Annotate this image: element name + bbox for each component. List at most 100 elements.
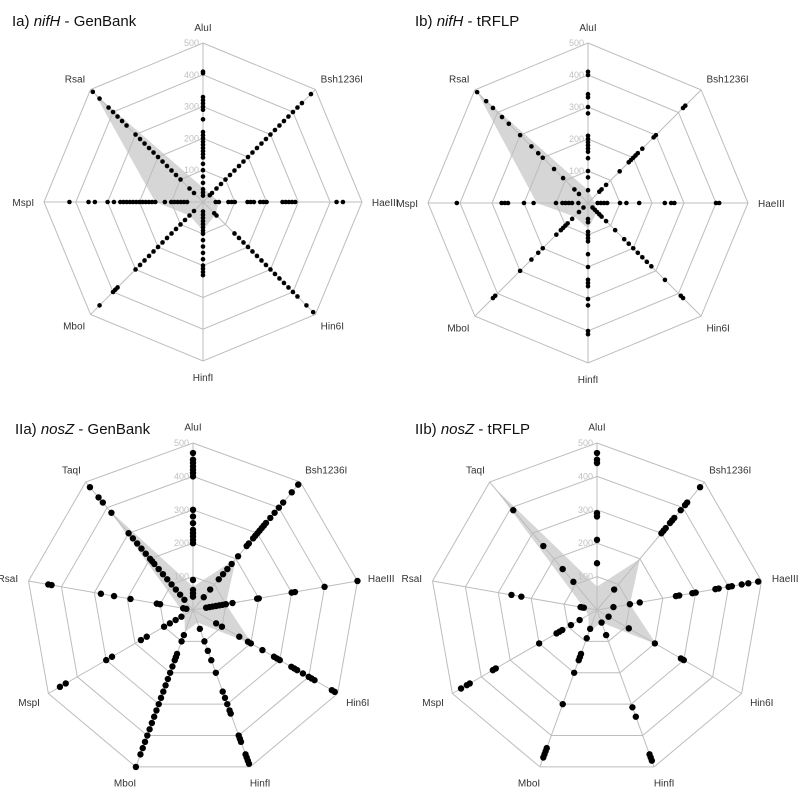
tick-label: 500	[569, 38, 584, 48]
axis-label-HaeIII: HaeIII	[368, 574, 395, 585]
data-point-HinfI	[200, 212, 206, 218]
data-point-Bsh1236I	[223, 177, 228, 182]
data-point-AluI	[200, 190, 206, 195]
data-point-AluI	[200, 97, 206, 103]
data-point-MspI	[502, 200, 508, 206]
axis-label-MboI: MboI	[114, 779, 136, 790]
data-point-HaeIII	[754, 578, 762, 585]
axis-label-Bsh1236I: Bsh1236I	[709, 465, 751, 476]
data-point-Hin6I	[286, 285, 291, 290]
data-point-Hin6I	[678, 293, 684, 299]
data-point-AluI	[200, 101, 206, 106]
data-point-Bsh1236I	[249, 535, 257, 542]
data-point-MspI	[181, 199, 187, 205]
data-point-TaqI	[510, 507, 517, 514]
data-point-RsaI	[490, 105, 496, 111]
data-point-AluI	[585, 136, 591, 142]
data-point-TaqI	[159, 570, 167, 578]
data-point-HinfI	[200, 215, 206, 221]
data-point-Hin6I	[635, 250, 641, 256]
axis-label-Hin6I: Hin6I	[750, 698, 773, 709]
data-point-MboI	[540, 245, 546, 251]
data-point-MspI	[172, 616, 179, 624]
data-point-Bsh1236I	[228, 560, 235, 568]
data-point-MboI	[146, 253, 152, 259]
data-point-Bsh1236I	[290, 109, 296, 115]
data-point-RsaI	[535, 150, 541, 156]
data-point-HinfI	[585, 216, 591, 222]
tick-label: 200	[569, 134, 584, 144]
data-point-MboI	[115, 285, 120, 290]
data-point-MboI	[577, 650, 585, 658]
data-point-AluI	[593, 536, 601, 544]
data-point-MspI	[127, 199, 133, 205]
axis-label-HinfI: HinfI	[193, 373, 214, 384]
tick-label: 400	[569, 70, 584, 80]
title-suffix: - GenBank	[60, 13, 136, 30]
data-point-Hin6I	[644, 259, 650, 265]
data-point-Hin6I	[259, 646, 266, 654]
data-point-RsaI	[106, 105, 111, 110]
data-point-TaqI	[181, 596, 188, 603]
data-point-RsaI	[529, 144, 534, 149]
title-suffix: - GenBank	[74, 421, 150, 438]
data-point-MspI	[137, 199, 142, 205]
data-point-HaeIII	[610, 603, 617, 611]
data-point-Bsh1236I	[234, 553, 242, 560]
data-point-HaeIII	[598, 200, 604, 206]
data-point-RsaI	[151, 150, 156, 155]
data-point-Bsh1236I	[666, 519, 674, 527]
axis-label-MboI: MboI	[63, 322, 85, 333]
title-gene: nifH	[437, 13, 464, 30]
data-point-HinfI	[204, 647, 212, 655]
data-point-Bsh1236I	[651, 135, 656, 140]
data-point-MboI	[581, 205, 586, 210]
data-point-RsaI	[474, 89, 480, 95]
data-point-Bsh1236I	[626, 159, 632, 165]
grid-ring-100	[563, 576, 631, 642]
radar-panel-IIa: IIa) nosZ - GenBank100200300400500AluIBs…	[0, 421, 395, 790]
data-point-MboI	[543, 744, 550, 752]
data-point-TaqI	[155, 565, 162, 573]
data-point-RsaI	[142, 141, 147, 146]
data-point-MboI	[141, 738, 149, 746]
data-point-AluI	[200, 129, 206, 135]
data-point-HaeIII	[202, 604, 210, 611]
data-point-MspI	[168, 199, 174, 205]
data-point-MspI	[143, 633, 150, 640]
data-point-Hin6I	[270, 653, 278, 660]
data-point-HaeIII	[292, 199, 298, 205]
data-point-RsaI	[169, 168, 174, 173]
data-point-RsaI	[187, 186, 192, 191]
data-point-HaeIII	[216, 199, 222, 205]
grid-ring-500	[432, 442, 762, 768]
data-point-Hin6I	[241, 240, 246, 245]
data-point-RsaI	[572, 187, 577, 192]
data-point-AluI	[200, 193, 206, 198]
grid-ring-400	[464, 475, 730, 737]
data-point-Hin6I	[677, 655, 685, 662]
data-point-Bsh1236I	[219, 570, 227, 578]
data-point-RsaI	[518, 593, 525, 600]
data-point-RsaI	[133, 132, 138, 137]
data-point-Bsh1236I	[263, 136, 269, 142]
axis-label-RsaI: RsaI	[449, 75, 470, 86]
data-point-RsaI	[160, 159, 165, 164]
data-point-AluI	[200, 70, 206, 76]
data-point-MboI	[554, 232, 559, 237]
data-point-RsaI	[110, 592, 118, 600]
data-point-MboI	[569, 216, 575, 222]
data-point-Hin6I	[621, 236, 627, 242]
data-point-AluI	[200, 152, 206, 157]
data-point-AluI	[200, 180, 206, 186]
data-point-RsaI	[560, 175, 566, 181]
data-point-HinfI	[242, 751, 249, 758]
data-point-HaeIII	[213, 199, 219, 205]
data-point-HinfI	[200, 250, 206, 256]
title-gene: nosZ	[441, 421, 475, 438]
data-point-MspI	[162, 199, 168, 205]
data-point-Hin6I	[304, 303, 309, 308]
data-point-RsaI	[178, 177, 183, 182]
data-point-MboI	[155, 244, 161, 250]
data-point-Hin6I	[211, 210, 217, 216]
